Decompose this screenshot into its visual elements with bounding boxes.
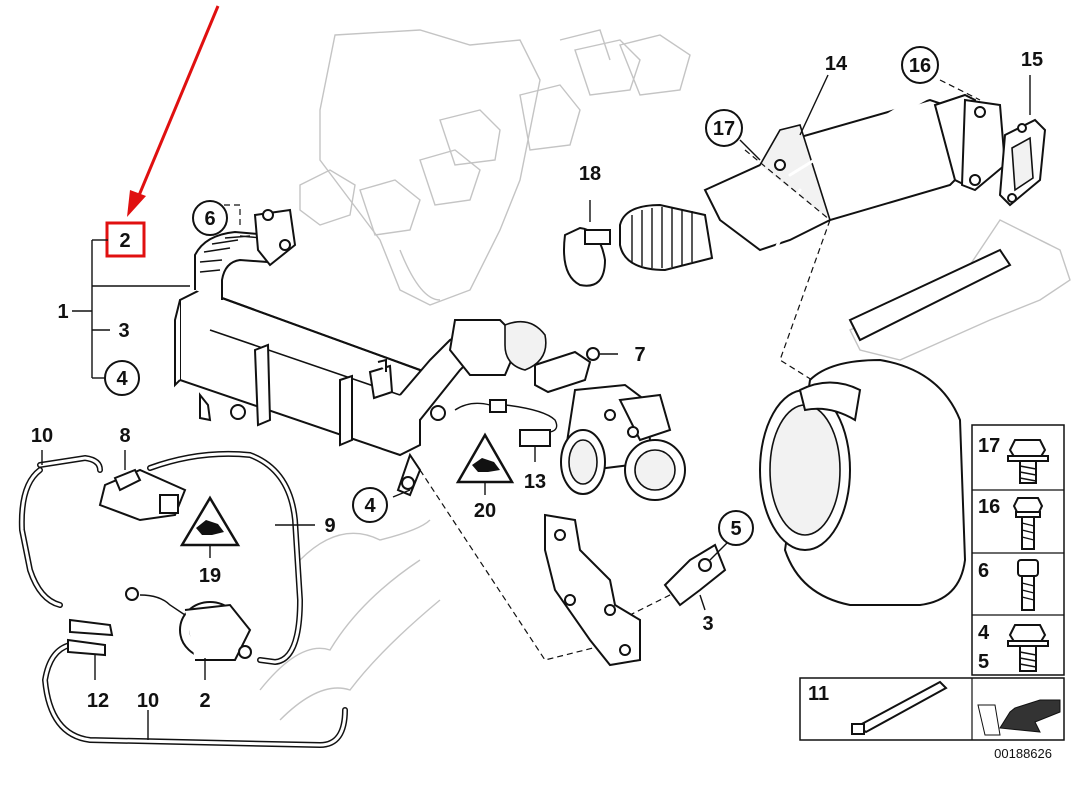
callout-6: 6 bbox=[204, 208, 215, 230]
egr-valve bbox=[560, 383, 686, 501]
torx-bolt-icon bbox=[1012, 497, 1044, 550]
legend-label-4: 4 bbox=[978, 622, 990, 644]
legend-label-17: 17 bbox=[978, 435, 1000, 457]
callout-4-lower: 4 bbox=[364, 495, 376, 517]
warning-label-19 bbox=[179, 495, 241, 558]
sensor-13 bbox=[454, 399, 558, 462]
callout-2-lower: 2 bbox=[199, 690, 210, 712]
vacuum-actuator-2 bbox=[125, 587, 252, 680]
hose-clamp-18 bbox=[563, 200, 611, 287]
egr-cooler bbox=[174, 208, 547, 497]
bracket-3 bbox=[544, 513, 729, 667]
bottom-panel: 11 bbox=[799, 677, 1065, 741]
callout-9: 9 bbox=[324, 515, 335, 537]
arrow-icon bbox=[977, 699, 1061, 736]
callout-17: 17 bbox=[713, 118, 735, 140]
flange-bolt-icon bbox=[1007, 439, 1049, 484]
hose-connector-12 bbox=[67, 618, 114, 680]
callout-19: 19 bbox=[199, 565, 221, 587]
solenoid-valve-8 bbox=[98, 450, 187, 522]
legend-label-6: 6 bbox=[978, 560, 989, 582]
socket-bolt-icon bbox=[1017, 559, 1039, 611]
callout-8: 8 bbox=[119, 425, 130, 447]
callout-20: 20 bbox=[474, 500, 496, 522]
callout-12: 12 bbox=[87, 690, 109, 712]
callout-18: 18 bbox=[579, 163, 601, 185]
callout-circles bbox=[104, 46, 939, 546]
callout-4-left: 4 bbox=[116, 368, 128, 390]
callout-15: 15 bbox=[1021, 49, 1043, 71]
vacuum-lines bbox=[18, 450, 348, 749]
callout-5: 5 bbox=[730, 518, 741, 540]
turbocharger bbox=[759, 248, 1012, 606]
gasket-15 bbox=[998, 118, 1047, 207]
highlight-arrow bbox=[127, 5, 220, 217]
fastener-legend-panel: 17 16 6 4 5 bbox=[971, 424, 1065, 676]
callout-3-lower: 3 bbox=[702, 613, 713, 635]
legend-label-5: 5 bbox=[978, 651, 989, 673]
diagram-number: 00188626 bbox=[994, 746, 1052, 761]
cable-tie-icon bbox=[851, 680, 948, 735]
engine-block-ghost bbox=[259, 29, 1071, 721]
hose-clamp-7 bbox=[534, 347, 618, 394]
callout-group-bracket bbox=[72, 239, 190, 379]
callout-3: 3 bbox=[118, 320, 129, 342]
warning-label-20 bbox=[455, 432, 515, 495]
egr-pipe-14 bbox=[619, 88, 1007, 307]
callout-13: 13 bbox=[524, 471, 546, 493]
callout-2-highlighted: 2 bbox=[119, 230, 130, 252]
callout-1: 1 bbox=[57, 301, 68, 323]
callout-10-lower: 10 bbox=[137, 690, 159, 712]
cable-tie-label-11: 11 bbox=[808, 683, 829, 705]
callout-10-upper: 10 bbox=[31, 425, 53, 447]
callout-7: 7 bbox=[634, 344, 645, 366]
callout-14: 14 bbox=[825, 53, 848, 75]
callout-16: 16 bbox=[909, 55, 931, 77]
flange-bolt-icon bbox=[1007, 624, 1049, 672]
legend-label-16: 16 bbox=[978, 496, 1000, 518]
